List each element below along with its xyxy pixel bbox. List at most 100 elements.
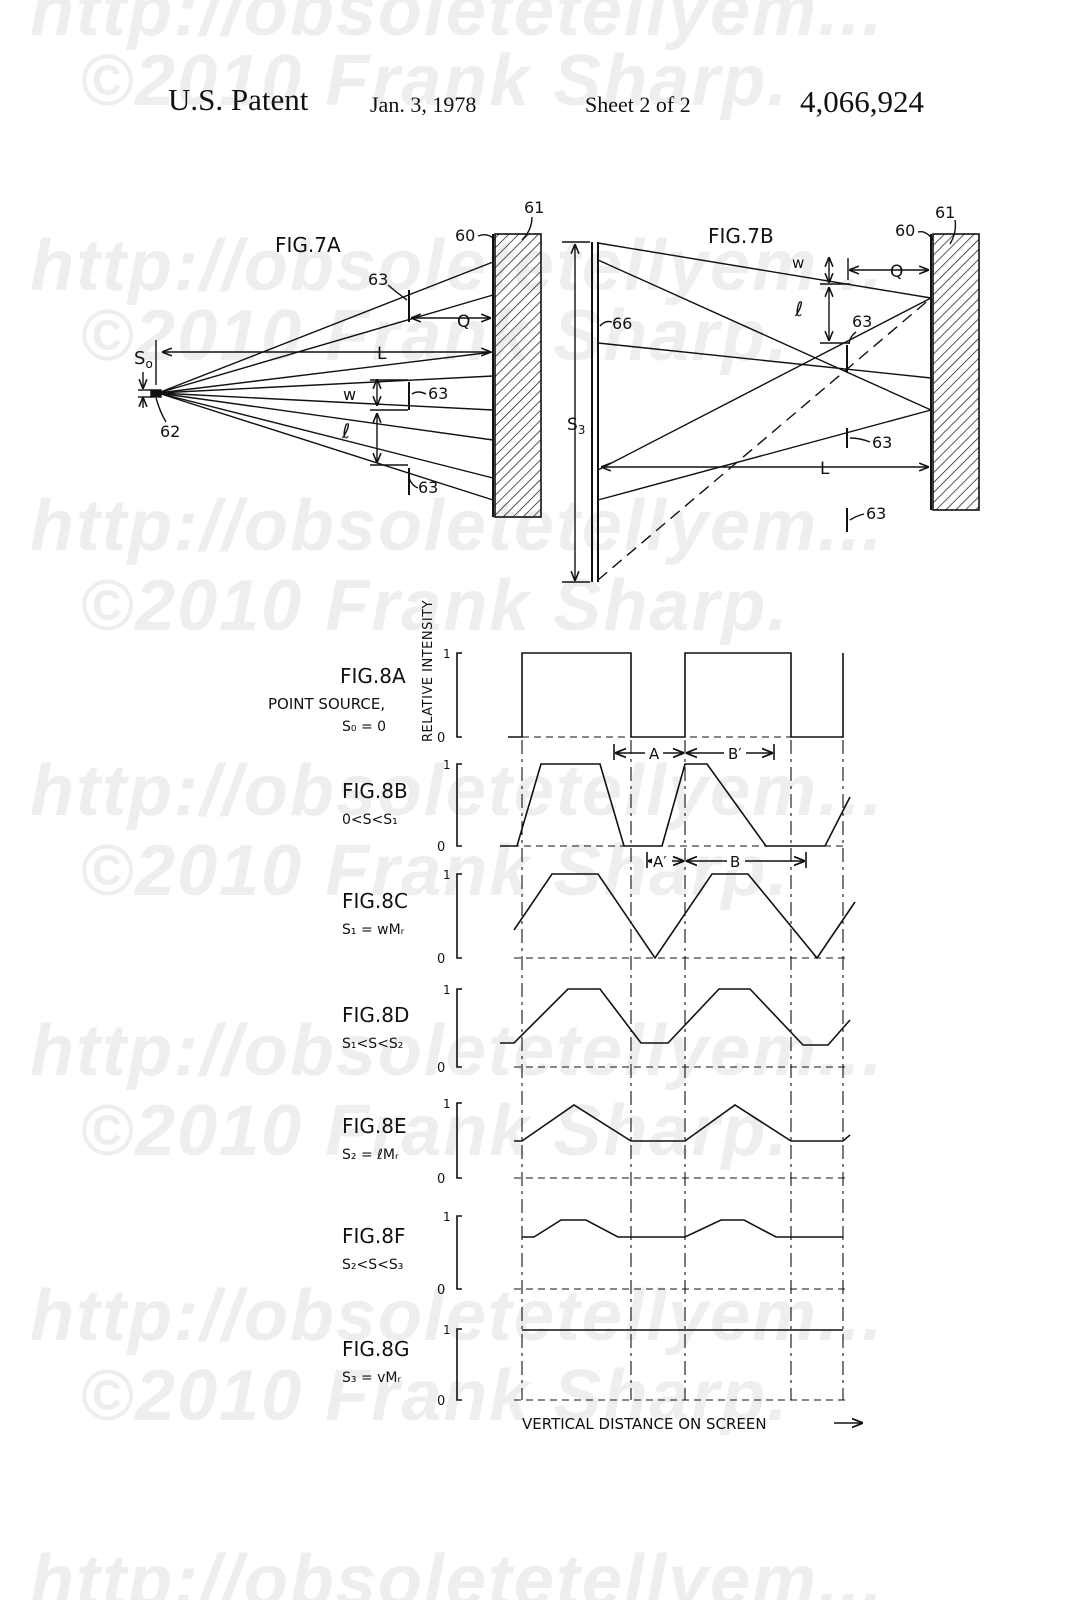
fig-8-panel-2: FIG.8B 0<S<S₁ 1 0 (342, 758, 462, 855)
ref-61: 61 (935, 203, 955, 222)
label-w: w (792, 254, 804, 272)
tick-label-one: 1 (443, 758, 451, 772)
ref-63: 63 (866, 504, 886, 523)
ray (157, 261, 494, 394)
sheet-number: Sheet 2 of 2 (585, 92, 691, 117)
panel-title: FIG.8B (342, 779, 408, 803)
patent-label: U.S. Patent (168, 82, 309, 117)
label-q: Q (457, 312, 470, 332)
waveform-8d (500, 988, 851, 1046)
ref-63: 63 (418, 478, 438, 497)
ref-63-leader (411, 391, 427, 395)
fig-7a: FIG.7A 60 61 62 63 63 63 Q (134, 198, 544, 518)
fig-7a-title: FIG.7A (275, 233, 341, 257)
ref-63: 63 (368, 270, 388, 289)
ref-63-leader (849, 513, 865, 521)
ref-60: 60 (455, 226, 475, 245)
tick-label-zero: 0 (437, 840, 445, 855)
ref-63-leader (408, 477, 419, 489)
tick-label-one: 1 (443, 647, 451, 661)
ray (157, 351, 494, 394)
waveform-8a (508, 652, 844, 738)
fig-7b-title: FIG.7B (708, 224, 774, 248)
ray (597, 297, 932, 471)
panel-condition-2: S₀ = 0 (342, 719, 386, 735)
ref-61: 61 (524, 198, 544, 217)
panel-condition: S₁ = wMᵣ (342, 922, 405, 938)
label-b-prime: B′ (728, 745, 742, 763)
tick-label-one: 1 (443, 868, 451, 882)
ref-62: 62 (160, 422, 180, 441)
tick-label-one: 1 (443, 1097, 451, 1111)
ref-63-leader (387, 284, 408, 301)
ray (597, 342, 932, 379)
ref-66-leader (599, 320, 613, 327)
panel-title: FIG.8A (340, 664, 406, 688)
panel-title: FIG.8E (342, 1114, 407, 1138)
fig-8-panel-7: FIG.8G S₃ = vMᵣ 1 0 (342, 1323, 462, 1409)
y-axis (456, 1328, 462, 1401)
label-b: B (730, 853, 740, 871)
fig-7b: FIG.7B 60 61 66 S3 63 63 63 (562, 203, 980, 583)
tick-label-zero: 0 (437, 1283, 445, 1298)
panel-condition: S₂ = ℓMᵣ (342, 1147, 399, 1163)
panel-title: FIG.8G (342, 1337, 409, 1361)
ray (597, 409, 932, 501)
y-axis (456, 652, 462, 738)
label-q: Q (890, 262, 903, 282)
panel-condition: 0<S<S₁ (342, 812, 398, 828)
x-axis-label: VERTICAL DISTANCE ON SCREEN (522, 1415, 767, 1433)
ray-dashed (597, 297, 932, 581)
y-axis (456, 763, 462, 847)
tick-label-zero: 0 (437, 1172, 445, 1187)
baseline-lines (500, 736, 845, 1401)
ref-60: 60 (895, 221, 915, 240)
waveform-8b (500, 763, 851, 847)
ray (157, 375, 494, 394)
tick-label-zero: 0 (437, 1394, 445, 1409)
label-l-length: L (377, 344, 387, 364)
fig-8-panel-5: FIG.8E S₂ = ℓMᵣ 1 0 (342, 1097, 462, 1187)
tick-label-one: 1 (443, 983, 451, 997)
label-a-prime: A′ (653, 853, 667, 871)
waveform-8e (514, 1104, 851, 1142)
patent-number: 4,066,924 (800, 84, 924, 119)
ref-62-leader (155, 397, 167, 423)
ref-63-leader (849, 437, 871, 443)
ray (157, 392, 494, 501)
ref-60-leader (917, 230, 934, 241)
waveform-8c (513, 873, 856, 960)
tick-label-one: 1 (443, 1210, 451, 1224)
ref-63: 63 (852, 312, 872, 331)
ray (157, 392, 494, 441)
label-l-length: L (820, 459, 830, 479)
guide-lines (521, 740, 844, 1400)
ref-66: 66 (612, 314, 632, 333)
label-l: ℓ (341, 419, 350, 443)
patent-header: U.S. Patent Jan. 3, 1978 Sheet 2 of 2 4,… (0, 82, 1089, 132)
wall-61 (932, 233, 980, 511)
panel-condition: S₂<S<S₃ (342, 1257, 403, 1273)
patent-date: Jan. 3, 1978 (370, 92, 477, 117)
label-a: A (649, 745, 660, 763)
y-axis-label: RELATIVE INTENSITY (421, 600, 436, 742)
wall-61 (494, 233, 542, 518)
panel-condition: S₃ = vMᵣ (342, 1370, 401, 1386)
ray (597, 259, 932, 411)
tick-label-one: 1 (443, 1323, 451, 1337)
label-s0: So (134, 348, 153, 371)
label-l: ℓ (794, 297, 803, 321)
y-axis (456, 988, 462, 1068)
y-axis (456, 873, 462, 959)
ref-61-leader (521, 216, 533, 241)
y-axis (456, 1102, 462, 1179)
tick-label-zero: 0 (437, 731, 445, 746)
ref-61-leader (949, 219, 957, 245)
